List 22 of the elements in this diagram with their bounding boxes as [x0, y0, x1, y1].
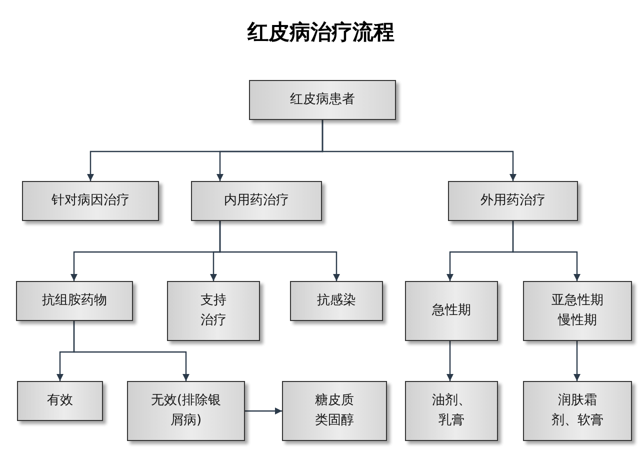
- diagram-title: 红皮病治疗流程: [246, 18, 396, 46]
- process-box: 内用药治疗: [191, 181, 322, 221]
- process-box: 外用药治疗: [448, 181, 578, 221]
- arrow: [219, 221, 340, 281]
- process-box: 急性期: [405, 281, 498, 341]
- arrow: [512, 221, 580, 281]
- process-box: 无效(排除银屑病): [127, 381, 245, 441]
- arrow: [446, 341, 454, 381]
- process-box: 红皮病患者: [249, 80, 396, 120]
- process-box: 有效: [17, 381, 103, 421]
- process-box: 抗组胺药物: [16, 281, 133, 321]
- process-box: 针对病因治疗: [22, 181, 159, 221]
- arrow: [574, 341, 580, 381]
- arrow: [73, 321, 190, 381]
- process-box: 支持治疗: [167, 281, 260, 341]
- process-box: 润肤霜剂、软膏: [523, 381, 632, 441]
- process-box: 糖皮质类固醇: [282, 381, 387, 441]
- arrow: [245, 408, 282, 414]
- process-box: 抗感染: [290, 281, 383, 321]
- process-box: 油剂、乳膏: [405, 381, 498, 441]
- process-box: 亚急性期慢性期: [523, 281, 632, 341]
- arrow: [322, 120, 516, 181]
